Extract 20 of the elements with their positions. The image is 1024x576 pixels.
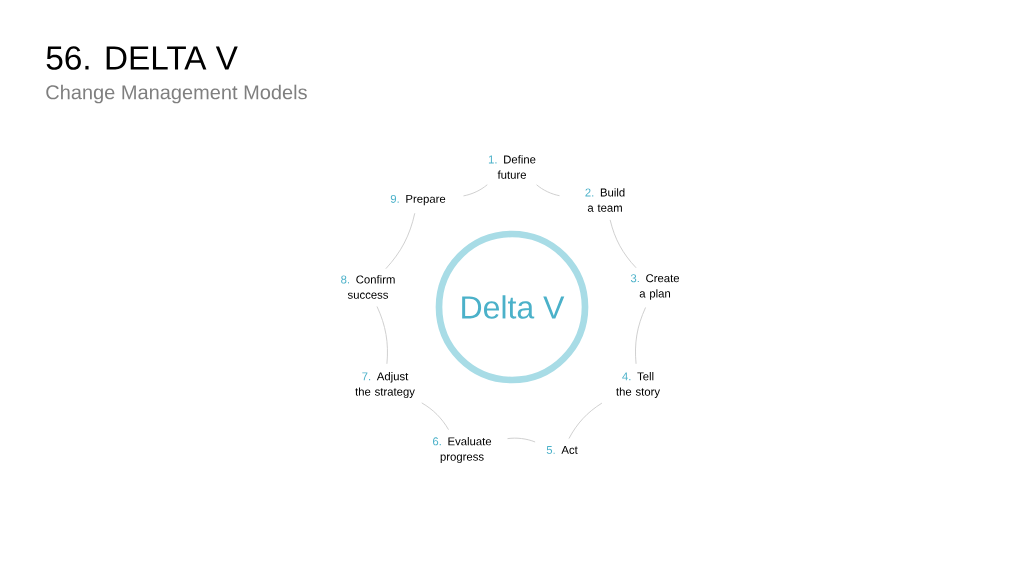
arc-connector	[385, 212, 416, 270]
step-label: 2. Build a team	[585, 188, 625, 212]
arc-connector	[376, 306, 388, 365]
arc-connector	[536, 184, 560, 197]
arc-connector	[463, 184, 488, 197]
subtitle: Change Management Models	[46, 84, 307, 104]
arc-connector	[609, 219, 637, 269]
step-label: 9. Prepare	[390, 194, 446, 206]
arc-connector	[421, 402, 449, 431]
step-label: 3. Create a plan	[630, 274, 680, 300]
step-label: 5. Act	[546, 446, 578, 454]
step-label: 6. Evaluate progress	[433, 437, 492, 463]
arc-connector	[635, 307, 646, 365]
arc-connector	[507, 437, 536, 443]
step-label: 4. Tell the story	[616, 372, 661, 398]
step-label: 8. Confirm success	[341, 275, 395, 299]
title: 56. DELTA V	[46, 46, 238, 70]
arc-connector	[568, 402, 603, 439]
step-label: 7. Adjust the strategy	[355, 372, 415, 398]
step-label: 1. Define future	[488, 155, 536, 179]
